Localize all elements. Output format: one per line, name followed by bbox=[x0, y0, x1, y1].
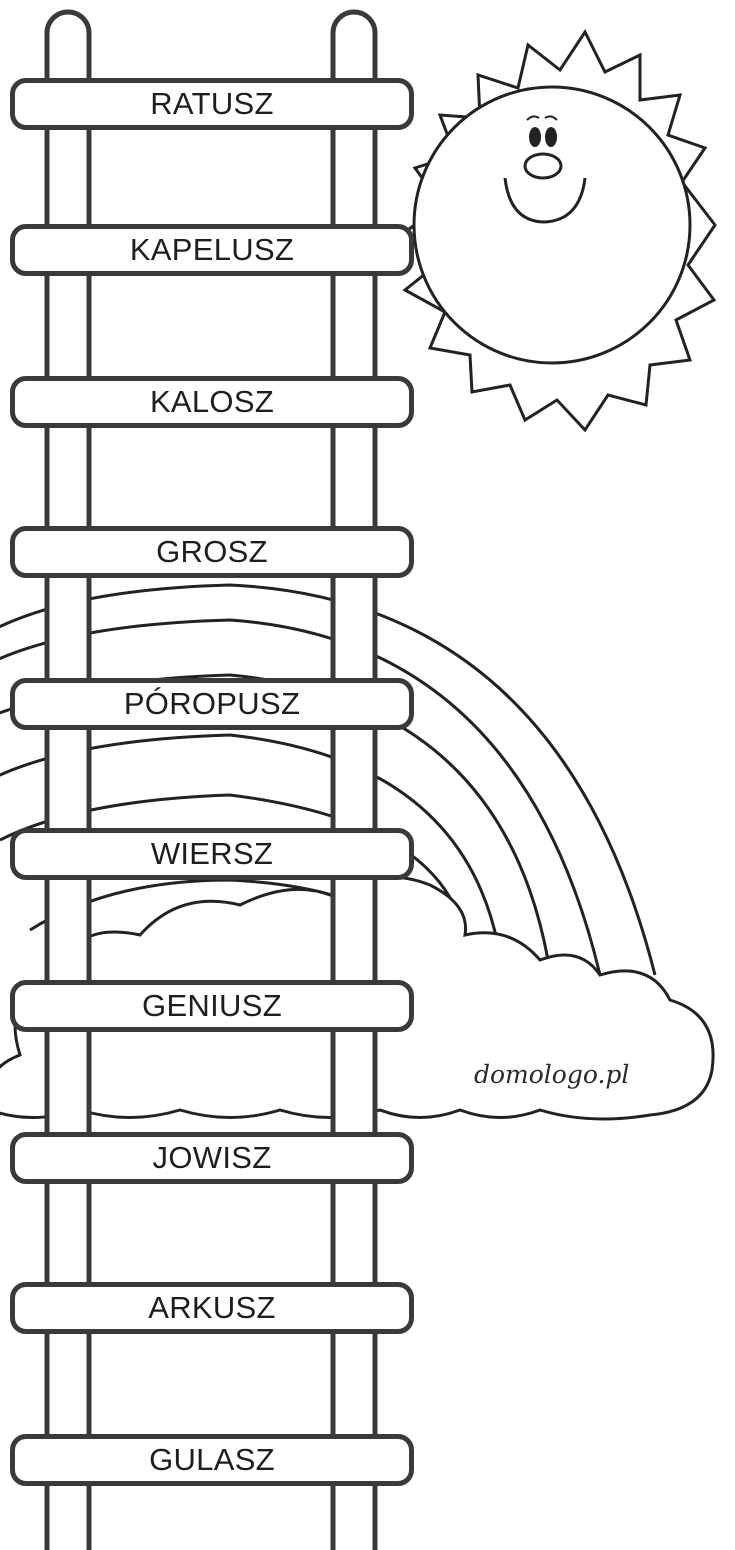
ladder-rung-10: GULASZ bbox=[10, 1434, 414, 1486]
ladder-rung-9: ARKUSZ bbox=[10, 1282, 414, 1334]
ladder-rung-7: GENIUSZ bbox=[10, 980, 414, 1032]
rung-word: GENIUSZ bbox=[142, 988, 282, 1023]
rung-word: RATUSZ bbox=[150, 86, 274, 121]
watermark-text: domologo.pl bbox=[474, 1060, 630, 1089]
ladder-rung-1: RATUSZ bbox=[10, 78, 414, 130]
rung-word: JOWISZ bbox=[152, 1140, 272, 1175]
rung-word: ARKUSZ bbox=[148, 1290, 276, 1325]
rung-word: GULASZ bbox=[149, 1442, 275, 1477]
rung-word: WIERSZ bbox=[150, 836, 274, 871]
ladder-rung-6: WIERSZ bbox=[10, 828, 414, 880]
ladder-rung-5: PÓROPUSZ bbox=[10, 678, 414, 730]
rung-word: GROSZ bbox=[156, 534, 268, 569]
sun-icon bbox=[402, 29, 717, 433]
ladder-rung-2: KAPELUSZ bbox=[10, 224, 414, 276]
ladder-rung-4: GROSZ bbox=[10, 526, 414, 578]
rung-word: PÓROPUSZ bbox=[123, 686, 301, 721]
rung-word: KAPELUSZ bbox=[129, 232, 295, 267]
ladder-rung-3: KALOSZ bbox=[10, 376, 414, 428]
rung-word: KALOSZ bbox=[149, 384, 275, 419]
ladder-rung-8: JOWISZ bbox=[10, 1132, 414, 1184]
